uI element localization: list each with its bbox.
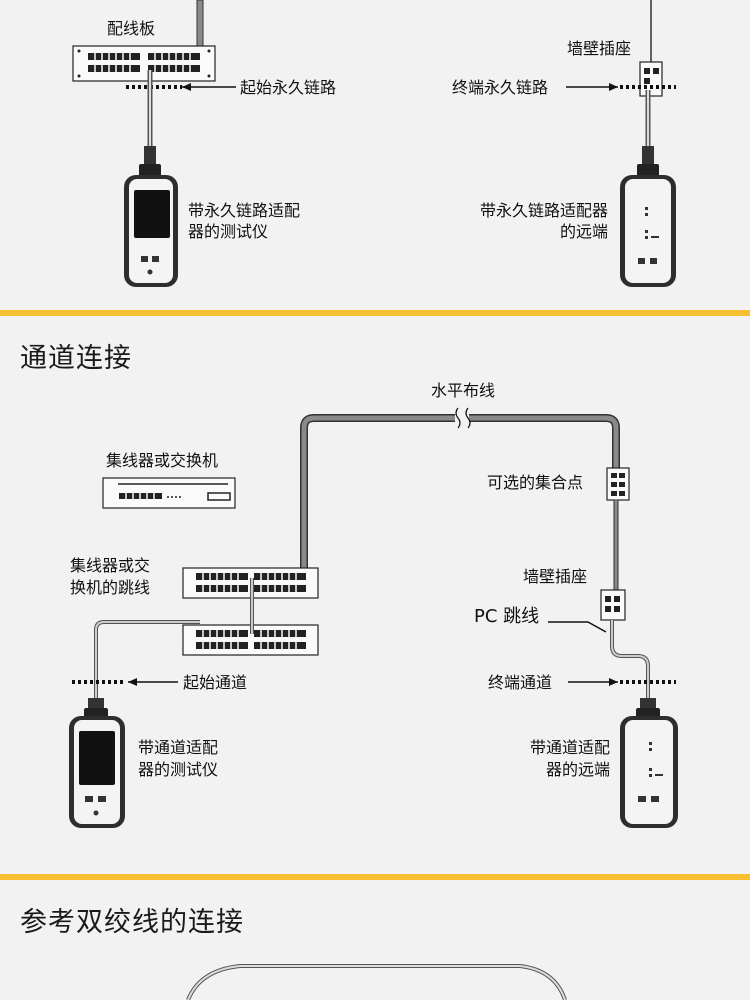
wall-outlet-label: 墙壁插座: [567, 39, 632, 58]
hub-switch-label: 集线器或交换机: [106, 451, 219, 470]
start-permanent-link-label: 起始永久链路: [240, 78, 337, 97]
channel-wall-outlet-device: [600, 589, 626, 621]
channel-diagram: [69, 407, 678, 828]
hub-patch-label-line2: 换机的跳线: [70, 578, 151, 597]
horizontal-cabling-label: 水平布线: [431, 381, 496, 400]
start-channel-label: 起始通道: [183, 673, 248, 692]
pc-patch-label: PC 跳线: [474, 606, 540, 627]
end-permanent-link-label: 终端永久链路: [452, 78, 549, 97]
consolidation-point-device: [606, 467, 630, 501]
consolidation-point-label: 可选的集合点: [487, 473, 584, 492]
channel-remote-label-line1: 带通道适配: [529, 738, 610, 757]
remote-label-line1: 带永久链路适配器: [479, 201, 608, 220]
remote-label-line2: 的远端: [559, 222, 608, 241]
hub-switch-device: [102, 477, 236, 509]
permanent-link-section: 配线板 墙壁插座 起始永久链路 终端永久链路 带永久链路适配 器的测试仪 带永久…: [0, 0, 750, 310]
channel-remote-device: [620, 698, 678, 828]
remote-device: [620, 146, 676, 287]
pc-patch-pointer: [548, 621, 607, 633]
channel-title: 通道连接: [20, 343, 132, 374]
hub-patch-label-line1: 集线器或交: [70, 556, 151, 575]
pc-patch-cable: [610, 620, 650, 704]
permanent-link-diagram: [72, 0, 676, 287]
reference-section: 参考双绞线的连接: [0, 880, 750, 1000]
channel-tester-label-line1: 带通道适配: [138, 738, 219, 757]
channel-tester-device: [69, 698, 125, 828]
channel-tester-label-line2: 器的测试仪: [138, 760, 219, 779]
section-divider: [0, 310, 750, 316]
reference-cable-loop: [186, 964, 567, 1000]
wall-outlet-device: [639, 61, 663, 97]
end-channel-label: 终端通道: [488, 673, 553, 692]
patch-panel-uplink-cable: [196, 0, 204, 47]
reference-diagram: [186, 964, 567, 1000]
channel-wall-outlet-label: 墙壁插座: [523, 567, 588, 586]
channel-remote-label-line2: 器的远端: [545, 760, 610, 779]
tester-label-line1: 带永久链路适配: [188, 201, 301, 220]
tester-device: [124, 146, 178, 287]
channel-section: 通道连接: [0, 316, 750, 874]
section-divider-2: [0, 874, 750, 880]
patch-panel-label: 配线板: [107, 19, 156, 38]
tester-label-line2: 器的测试仪: [188, 222, 269, 241]
patch-panel-device: [72, 45, 216, 82]
reference-title: 参考双绞线的连接: [20, 907, 244, 938]
